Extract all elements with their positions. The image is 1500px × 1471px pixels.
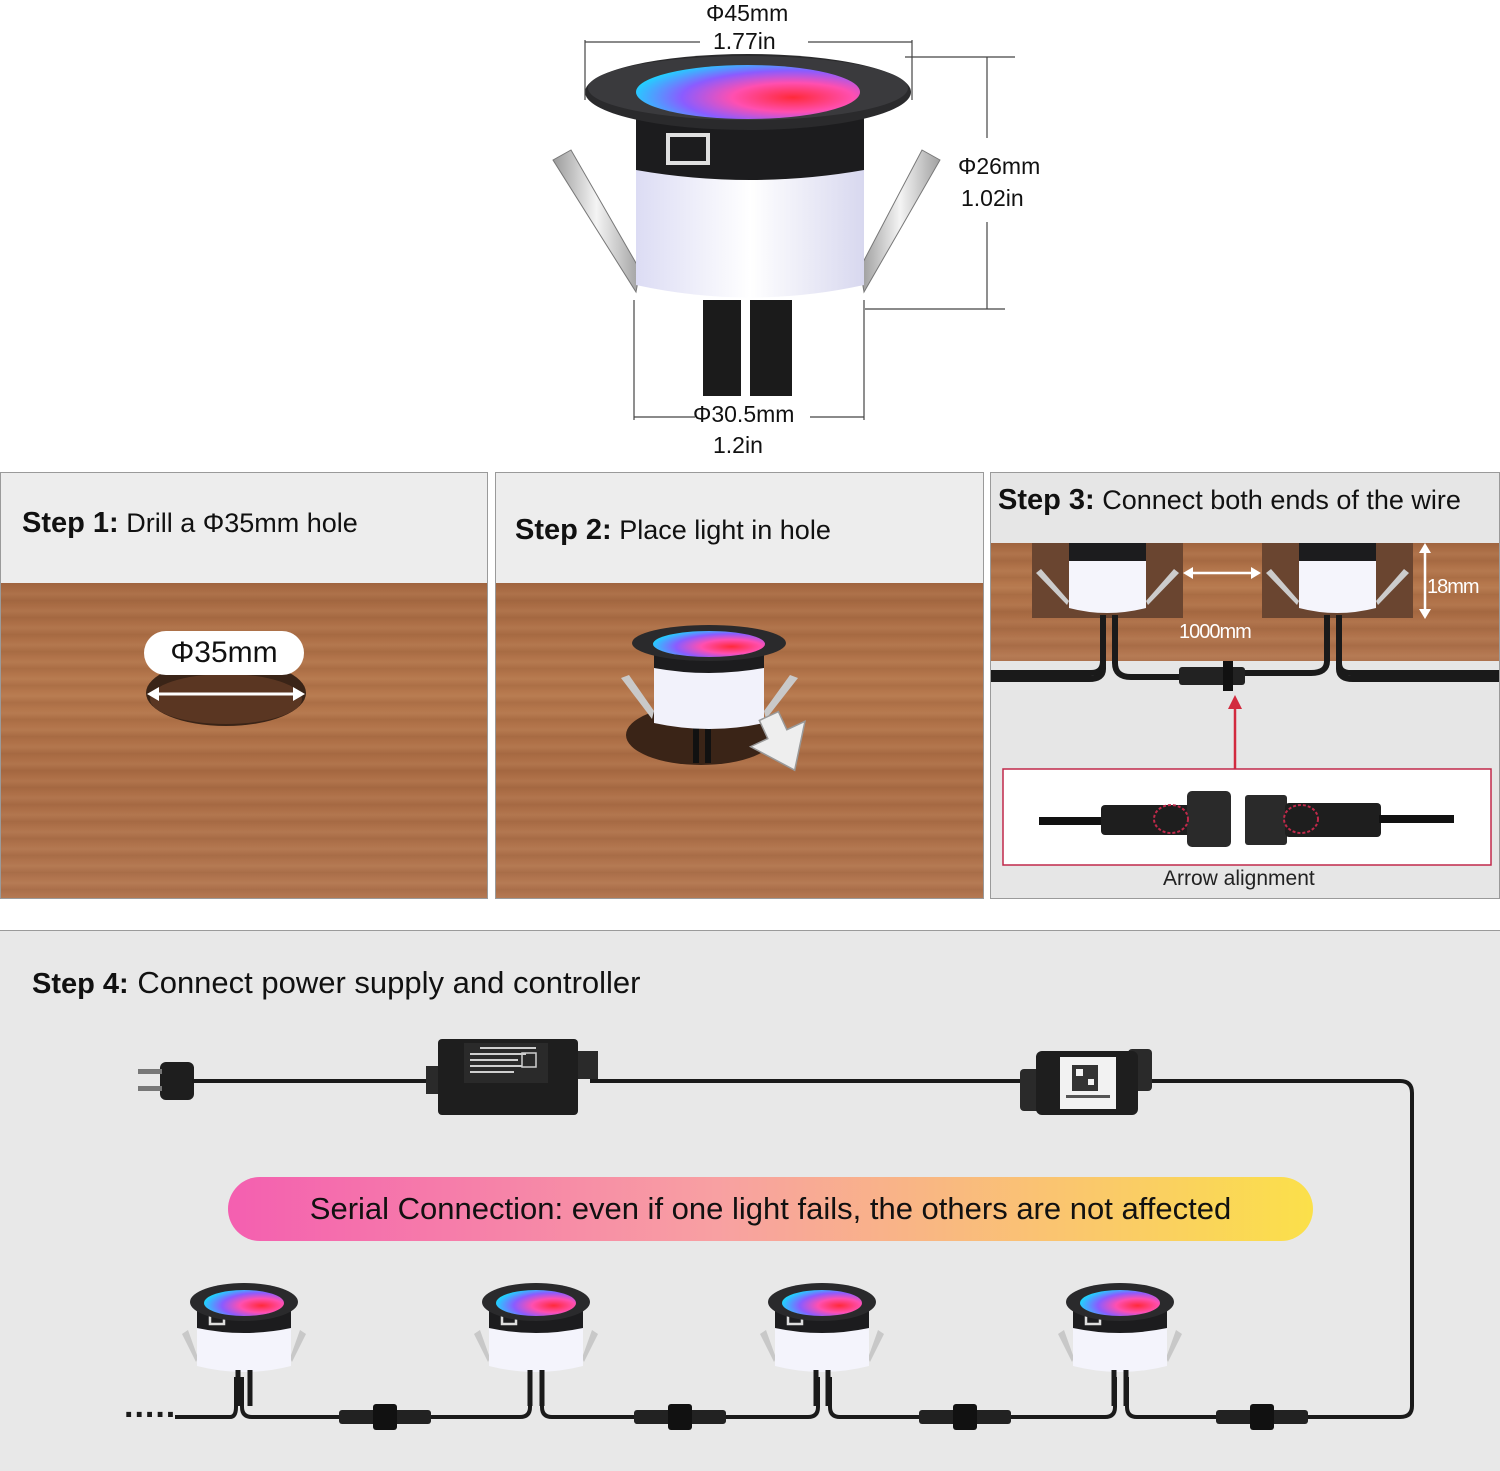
step1-header (1, 473, 487, 583)
drill-size-badge: Φ35mm (144, 631, 304, 675)
step1-text: Drill a Φ35mm hole (126, 508, 358, 538)
step2-header (496, 473, 983, 583)
step3-panel: Step 3: Connect both ends of the wire (990, 472, 1500, 899)
step3-label: Step 3: (998, 484, 1095, 516)
height-mm-label: Φ26mm (958, 153, 1041, 179)
light-3 (760, 1283, 884, 1406)
step2-label: Step 2: (515, 514, 612, 546)
step2-text: Place light in hole (619, 515, 831, 545)
step4-panel: Step 4: Connect power supply and control… (0, 930, 1500, 1471)
light-2 (474, 1283, 598, 1406)
body-diameter-in-label: 1.2in (713, 432, 763, 458)
wire-connection-illustration (991, 543, 1499, 866)
led-controller-icon (1020, 1049, 1152, 1115)
step1-panel: Step 1: Drill a Φ35mm hole Φ35mm (0, 472, 488, 899)
step3-title: Step 3: Connect both ends of the wire (998, 484, 1461, 517)
step4-label: Step 4: (32, 968, 129, 1000)
body-diameter-mm-label: Φ30.5mm (693, 401, 795, 427)
top-diameter-mm-label: Φ45mm (706, 0, 789, 26)
product-light-illustration (552, 40, 1015, 420)
place-light-illustration (621, 625, 807, 772)
step1-label: Step 1: (22, 507, 119, 539)
power-supply-icon (426, 1039, 598, 1115)
step2-title: Step 2: Place light in hole (515, 514, 831, 547)
depth-label: 18mm (1427, 576, 1480, 598)
arrow-alignment-caption: Arrow alignment (1163, 867, 1315, 890)
drill-hole-illustration (146, 660, 306, 726)
light-4 (1058, 1283, 1182, 1406)
step4-text: Connect power supply and controller (137, 965, 641, 1000)
product-dimension-diagram: Φ45mm 1.77in Φ26mm 1.02in Φ30.5mm 1.2in (0, 0, 1500, 470)
height-in-label: 1.02in (961, 185, 1024, 211)
step3-text: Connect both ends of the wire (1102, 485, 1461, 515)
power-plug-icon (138, 1062, 194, 1100)
top-diameter-in-label: 1.77in (713, 28, 776, 54)
serial-connection-banner: Serial Connection: even if one light fai… (228, 1177, 1313, 1241)
continuation-dots: ..... (124, 1387, 177, 1425)
serial-wiring-diagram (138, 1039, 1414, 1430)
step4-title: Step 4: Connect power supply and control… (32, 965, 641, 1001)
spacing-label: 1000mm (1179, 621, 1252, 643)
serial-connection-text: Serial Connection: even if one light fai… (309, 1191, 1232, 1226)
step2-panel: Step 2: Place light in hole (495, 472, 984, 899)
step1-title: Step 1: Drill a Φ35mm hole (22, 507, 358, 540)
